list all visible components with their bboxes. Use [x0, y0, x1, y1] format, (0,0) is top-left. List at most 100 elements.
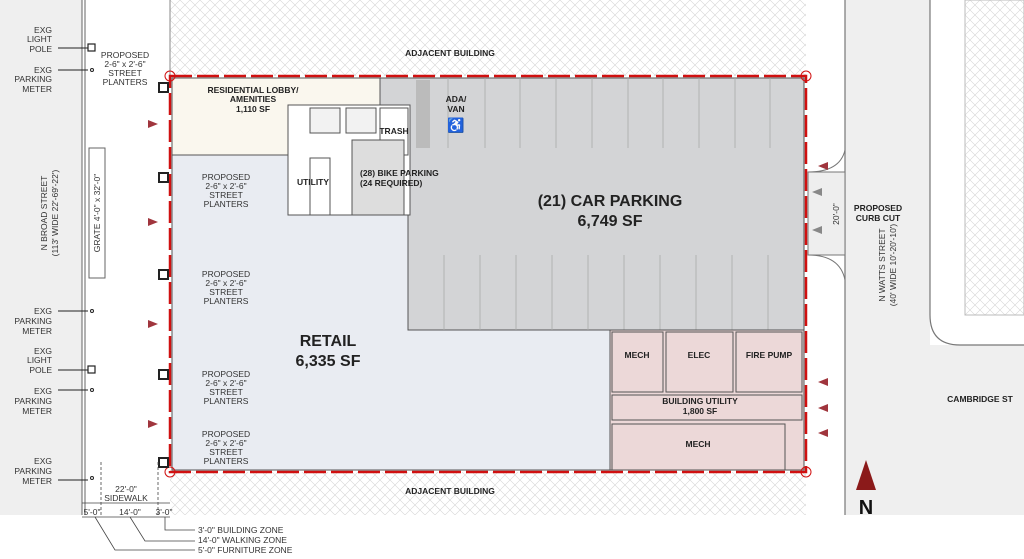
svg-text:STREET: STREET: [209, 190, 243, 200]
mech-room-1: [611, 331, 664, 393]
svg-text:METER: METER: [22, 326, 52, 336]
svg-text:2-6" x 2'-6": 2-6" x 2'-6": [104, 59, 145, 69]
svg-text:PLANTERS: PLANTERS: [103, 77, 148, 87]
walking-zone-label: 14'-0" WALKING ZONE: [198, 535, 287, 545]
building-utility-area-label: 1,800 SF: [683, 406, 718, 416]
svg-text:2-6" x 2'-6": 2-6" x 2'-6": [205, 438, 246, 448]
adjacent-building-bottom-label: ADJACENT BUILDING: [405, 486, 495, 496]
svg-text:1,110 SF: 1,110 SF: [236, 104, 270, 114]
utility-label: UTILITY: [297, 177, 329, 187]
svg-text:PARKING: PARKING: [14, 316, 52, 326]
adjacent-building-top: [170, 0, 806, 76]
adjacent-building-top-label: ADJACENT BUILDING: [405, 48, 495, 58]
trash-label: TRASH: [379, 126, 408, 136]
svg-text:PARKING: PARKING: [14, 466, 52, 476]
curb-cut-label: PROPOSED: [854, 203, 902, 213]
grate-label: GRATE 4'-0" x 32'-0": [92, 174, 102, 253]
van-label: VAN: [447, 104, 464, 114]
adjacent-building-bottom: [170, 472, 806, 515]
svg-text:EXG: EXG: [34, 25, 52, 35]
svg-text:PLANTERS: PLANTERS: [204, 199, 249, 209]
accessible-icon: ♿: [447, 117, 464, 134]
svg-text:PARKING: PARKING: [14, 396, 52, 406]
svg-text:STREET: STREET: [209, 387, 243, 397]
svg-text:PARKING: PARKING: [14, 74, 52, 84]
retail-label: RETAIL: [300, 333, 357, 350]
svg-text:PLANTERS: PLANTERS: [204, 456, 249, 466]
n-broad-street-label: N BROAD STREET: [39, 176, 49, 251]
mech-2-label: MECH: [685, 439, 710, 449]
svg-text:2-6" x 2'-6": 2-6" x 2'-6": [205, 378, 246, 388]
svg-text:STREET: STREET: [108, 68, 142, 78]
property-line: [168, 74, 808, 474]
utility-room: [309, 157, 331, 216]
sidewalk-dimension: 22'-0": [115, 484, 137, 494]
svg-text:PROPOSED: PROPOSED: [202, 429, 250, 439]
svg-text:LIGHT: LIGHT: [27, 34, 52, 44]
fire-pump-label: FIRE PUMP: [746, 350, 793, 360]
svg-text:PROPOSED: PROPOSED: [202, 172, 250, 182]
car-parking-label: (21) CAR PARKING: [538, 193, 683, 210]
n-broad-street: [0, 0, 82, 515]
building-utility-label: BUILDING UTILITY: [662, 396, 738, 406]
north-label: N: [859, 497, 873, 519]
svg-text:STREET: STREET: [209, 447, 243, 457]
svg-text:POLE: POLE: [29, 365, 52, 375]
building-zone-dimension: 3'-0": [156, 507, 173, 517]
building-utility-room: [611, 394, 803, 421]
bike-label: (28) BIKE PARKING: [360, 168, 439, 178]
adjacent-block-hatch: [964, 0, 1024, 316]
fire-pump-room: [735, 331, 803, 393]
elec-room: [665, 331, 734, 393]
svg-text:LIGHT: LIGHT: [27, 355, 52, 365]
svg-text:PROPOSED: PROPOSED: [202, 269, 250, 279]
svg-text:METER: METER: [22, 406, 52, 416]
svg-text:PROPOSED: PROPOSED: [101, 50, 149, 60]
entry-arrows: [148, 120, 828, 437]
north-arrow-icon: [856, 460, 876, 490]
svg-text:EXG: EXG: [34, 65, 52, 75]
planter-icons: [158, 82, 169, 468]
svg-text:METER: METER: [22, 84, 52, 94]
ada-label: ADA/: [446, 94, 467, 104]
bike-required-label: (24 REQUIRED): [360, 178, 423, 188]
svg-text:AMENITIES: AMENITIES: [230, 94, 277, 104]
n-watts-street-label: N WATTS STREET: [877, 228, 887, 301]
svg-text:POLE: POLE: [29, 44, 52, 54]
mech-room-2: [611, 423, 786, 471]
furniture-zone-label: 5'-0" FURNITURE ZONE: [198, 545, 293, 555]
svg-text:STREET: STREET: [209, 287, 243, 297]
svg-text:EXG: EXG: [34, 346, 52, 356]
grate: [88, 147, 106, 279]
retail-area-label: 6,335 SF: [296, 353, 361, 370]
svg-text:PLANTERS: PLANTERS: [204, 296, 249, 306]
sidewalk-label: SIDEWALK: [104, 493, 148, 503]
cambridge-street-label: CAMBRIDGE ST: [947, 394, 1013, 404]
n-broad-street-width: (113' WIDE 22'-69'-22'): [50, 170, 60, 257]
svg-text:RESIDENTIAL LOBBY/: RESIDENTIAL LOBBY/: [208, 85, 300, 95]
furniture-zone-dimension: 5'-0": [84, 507, 101, 517]
n-watts-street-width: (40' WIDE 10'-20'-10'): [888, 224, 898, 307]
svg-text:EXG: EXG: [34, 306, 52, 316]
bike-parking: [351, 139, 405, 216]
svg-text:EXG: EXG: [34, 456, 52, 466]
svg-text:PROPOSED: PROPOSED: [202, 369, 250, 379]
building-zone-label: 3'-0" BUILDING ZONE: [198, 525, 284, 535]
car-parking-area-label: 6,749 SF: [578, 213, 643, 230]
svg-text:EXG: EXG: [34, 386, 52, 396]
elec-label: ELEC: [688, 350, 711, 360]
curb-cut: [807, 171, 846, 256]
mech-1-label: MECH: [624, 350, 649, 360]
